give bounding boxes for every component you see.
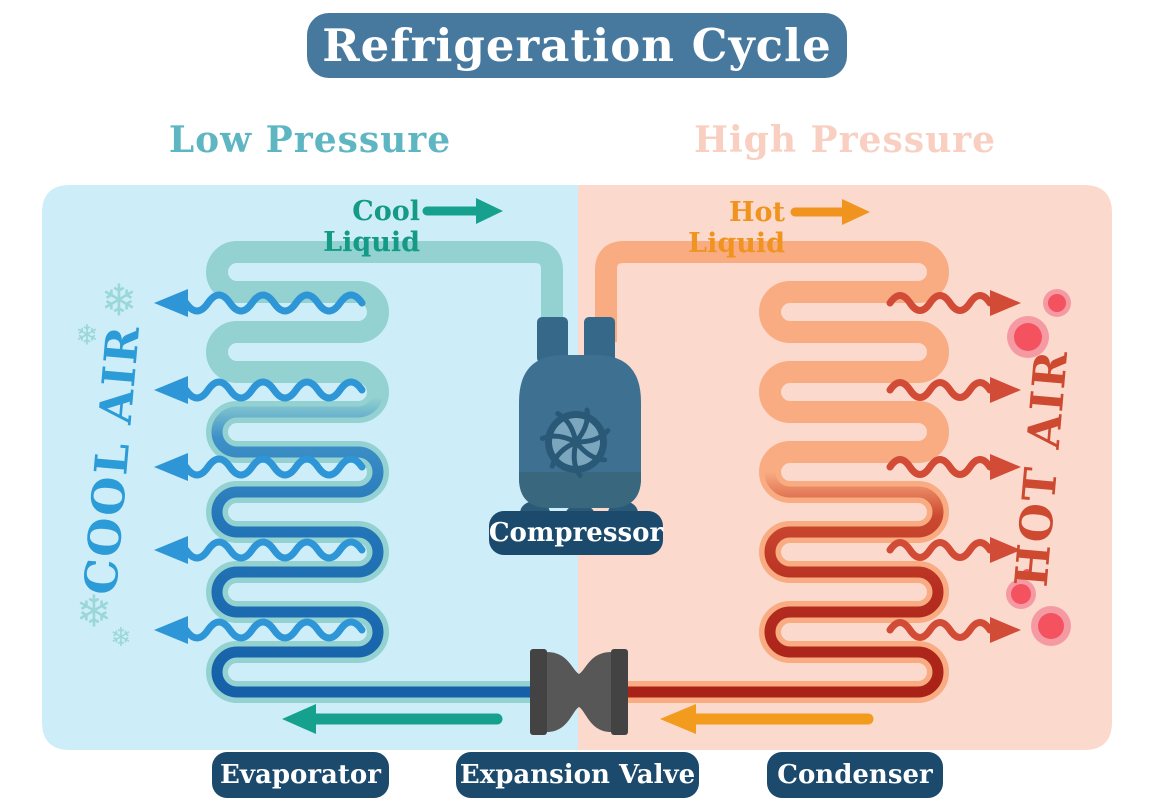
wavy-arrow-right-icon (886, 290, 1021, 316)
condenser-badge: Condenser (767, 752, 943, 798)
evaporator-badge-label: Evaporator (220, 760, 381, 790)
heat-dot-icon (1011, 584, 1031, 604)
compressor-inlet-stub (537, 317, 568, 363)
snowflake-icon: ❄ (76, 587, 113, 638)
hot-liquid-arrow-icon (790, 199, 870, 225)
wavy-arrow-right-icon (886, 377, 1021, 403)
hot-air-wavy-arrows (886, 290, 1021, 643)
wavy-arrow-right-icon (886, 617, 1021, 643)
valve-plate (611, 649, 628, 735)
evaporator-coil (206, 241, 563, 703)
condenser-badge-label: Condenser (777, 760, 933, 790)
snowflake-icon: ❄ (110, 623, 132, 653)
heat-dot-icon (1038, 613, 1064, 639)
compressor-outlet-stub (584, 317, 615, 363)
high-pressure-heading: High Pressure (693, 119, 997, 161)
cool-liquid-arrow-icon (422, 198, 503, 224)
wavy-arrow-left-icon (154, 289, 366, 317)
wavy-arrow-left-icon (154, 453, 366, 481)
condenser-coil (595, 241, 949, 703)
wavy-arrow-left-icon (154, 616, 366, 644)
compressor-badge: Compressor (489, 511, 663, 555)
compressor-badge-label: Compressor (488, 518, 664, 548)
hot-liquid-label: Hot Liquid (688, 197, 785, 259)
wavy-arrow-right-icon (886, 537, 1021, 563)
compressor-illustration (519, 317, 641, 528)
snowflake-icon: ❄ (101, 276, 138, 327)
expansion-valve-badge: Expansion Valve (456, 752, 699, 798)
valve-body (547, 652, 611, 732)
snowflake-icon: ❄ (75, 319, 98, 352)
evaporator-badge: Evaporator (212, 752, 389, 798)
condenser-flow-arrow-icon (660, 704, 874, 734)
heat-dot-icon (1014, 323, 1042, 351)
compressor-body-shade (519, 472, 641, 508)
snowflakes: ❄ ❄ ❄ ❄ (75, 276, 137, 654)
low-pressure-panel (42, 185, 578, 750)
wavy-arrow-left-icon (154, 376, 366, 404)
compressor-fan-icon (539, 407, 611, 479)
low-pressure-heading: Low Pressure (168, 119, 452, 161)
heat-dots (1006, 289, 1071, 646)
title-banner: Refrigeration Cycle (307, 13, 847, 78)
cool-liquid-label: Cool Liquid (323, 196, 420, 258)
heat-dot-icon (1022, 569, 1032, 579)
expansion-valve-illustration (530, 649, 628, 735)
page-title: Refrigeration Cycle (322, 19, 832, 72)
wavy-arrow-right-icon (886, 454, 1021, 480)
high-pressure-panel (578, 185, 1112, 750)
evaporator-flow-arrow-icon (282, 704, 503, 734)
heat-dot-icon (1048, 294, 1066, 312)
wavy-arrow-left-icon (154, 536, 366, 564)
cool-air-wavy-arrows (154, 289, 366, 644)
expansion-valve-badge-label: Expansion Valve (459, 760, 696, 790)
valve-plate (530, 649, 547, 735)
